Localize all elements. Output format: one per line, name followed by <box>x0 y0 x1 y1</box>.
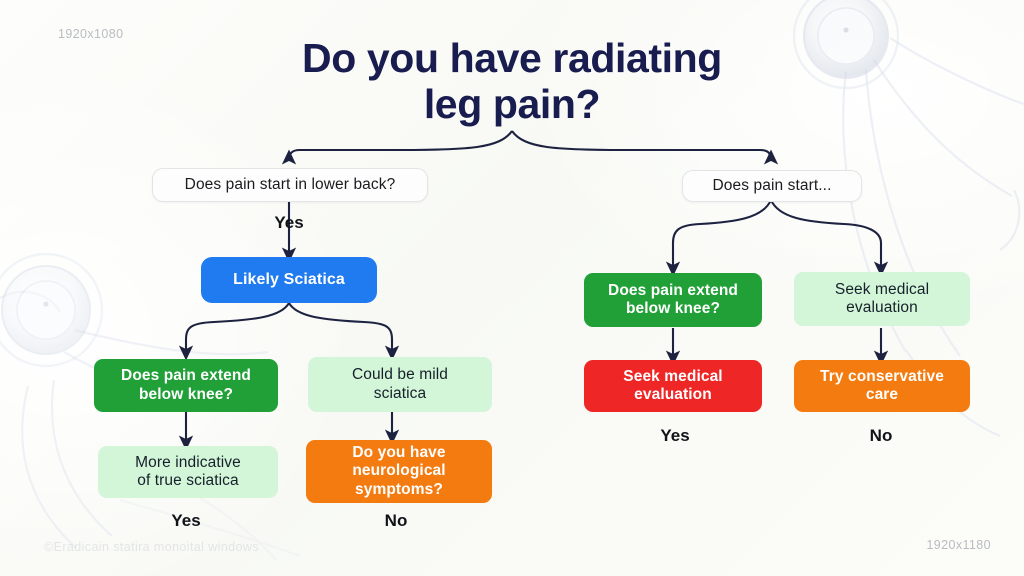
edge-label-no-conservative-care: No <box>869 426 893 445</box>
edge-label-yes-lower-back: Yes <box>274 213 304 232</box>
page-title: Do you have radiating leg pain? <box>302 35 722 127</box>
node-more-indicative-true-sciatica[interactable]: More indicative of true sciatica <box>98 446 278 498</box>
node-does-pain-start-lower-back[interactable]: Does pain start in lower back? <box>152 168 428 202</box>
edge-label-no-neurological: No <box>384 511 408 530</box>
watermark-resolution-top-left: 1920x1080 <box>58 27 124 41</box>
watermark-credit-bottom-left: ©Eradicain statira monoital windows <box>44 540 259 554</box>
node-does-pain-extend-below-knee-right[interactable]: Does pain extend below knee? <box>584 273 762 327</box>
node-seek-medical-evaluation-red[interactable]: Seek medical evaluation <box>584 360 762 412</box>
node-does-pain-extend-below-knee-left[interactable]: Does pain extend below knee? <box>94 359 278 412</box>
node-does-pain-start[interactable]: Does pain start... <box>682 170 862 202</box>
watermark-resolution-bottom-right: 1920x1180 <box>926 538 991 552</box>
edge-label-yes-true-sciatica: Yes <box>171 511 201 530</box>
node-could-be-mild-sciatica[interactable]: Could be mild sciatica <box>308 357 492 412</box>
node-seek-medical-evaluation-light[interactable]: Seek medical evaluation <box>794 272 970 326</box>
node-try-conservative-care[interactable]: Try conservative care <box>794 360 970 412</box>
edge-label-yes-seek-evaluation: Yes <box>660 426 690 445</box>
node-likely-sciatica[interactable]: Likely Sciatica <box>201 257 377 303</box>
node-neurological-symptoms[interactable]: Do you have neurological symptoms? <box>306 440 492 503</box>
